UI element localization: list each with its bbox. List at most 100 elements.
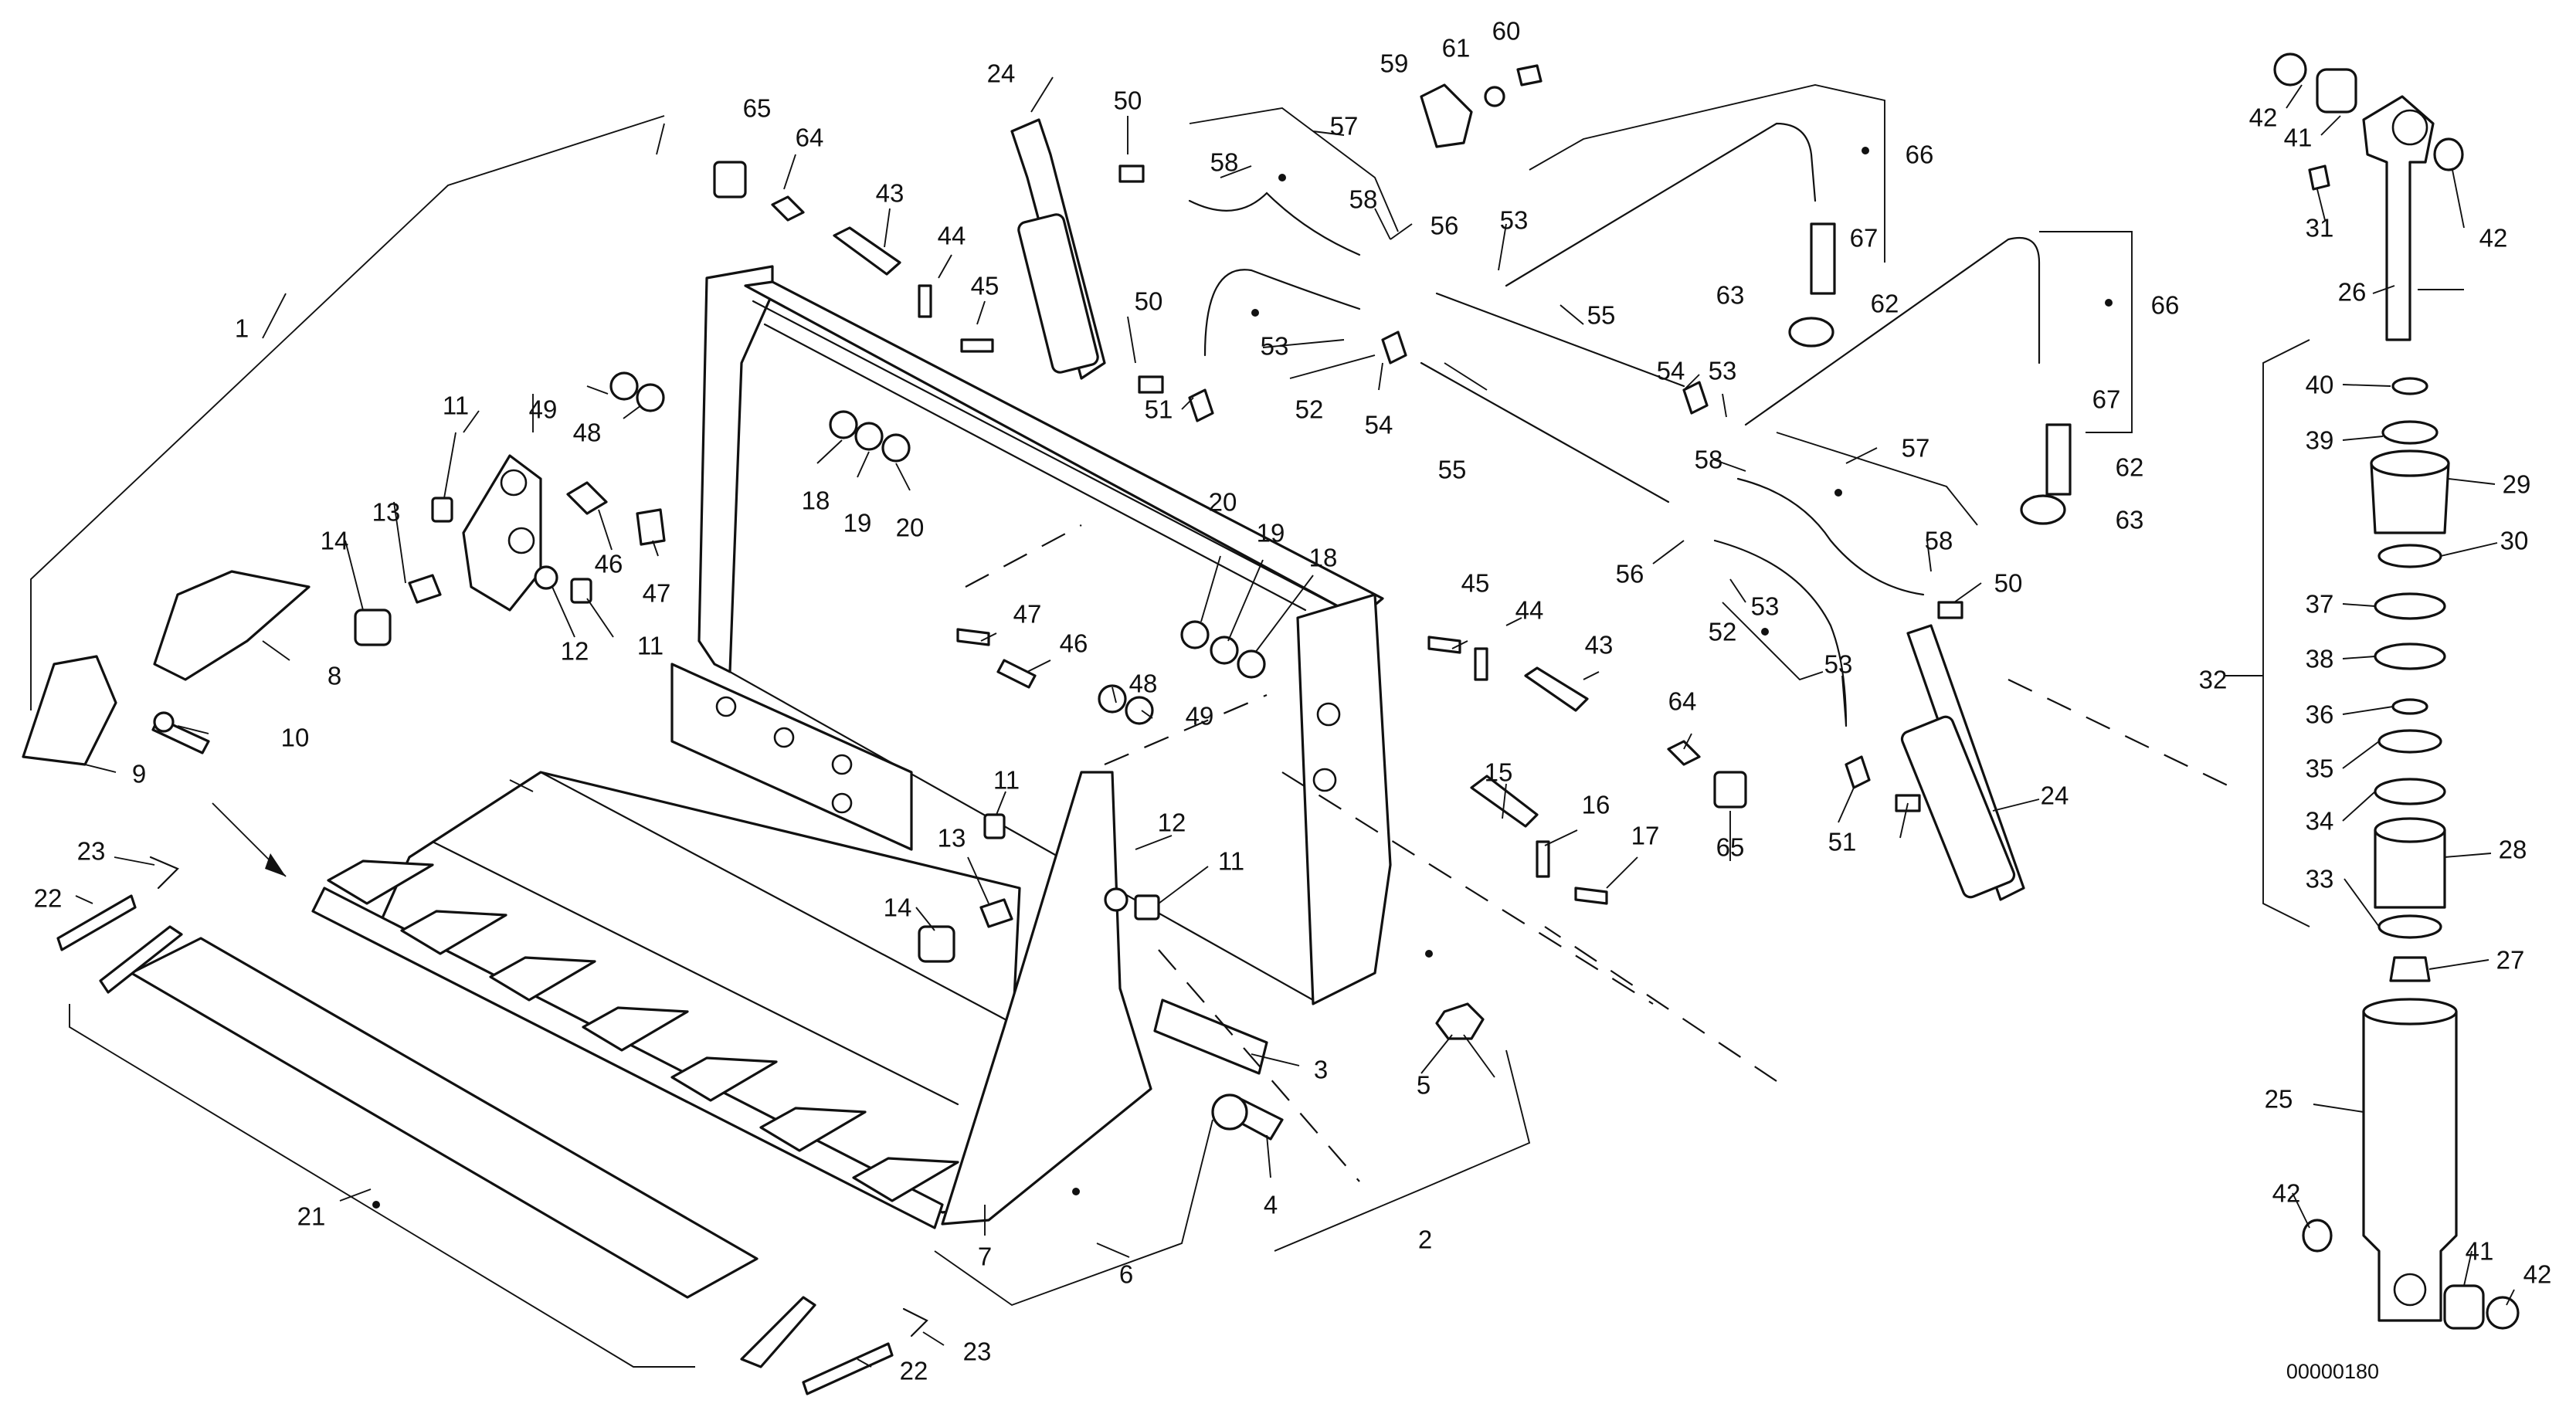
callout-63b: 63 xyxy=(2116,506,2144,534)
callout-67a: 67 xyxy=(1850,224,1879,253)
spring-22-left xyxy=(56,894,137,951)
grease-nipple-13-top xyxy=(408,574,442,604)
seal-42-top xyxy=(2273,53,2307,86)
lock-plate-44-top xyxy=(918,284,932,318)
pin-43-top xyxy=(833,226,901,276)
callout-50a: 50 xyxy=(1114,86,1142,115)
washer-20-top xyxy=(881,433,911,463)
lift-cylinders xyxy=(1010,118,2025,901)
callout-57a: 57 xyxy=(1330,112,1359,141)
tube-66-top xyxy=(1505,122,1817,287)
washer-49-mid xyxy=(1125,696,1154,725)
seal-38 xyxy=(2374,642,2446,670)
callout-46a: 46 xyxy=(595,550,623,578)
callout-30: 30 xyxy=(2500,527,2529,555)
callout-20b: 20 xyxy=(1209,488,1237,517)
ring-12-low xyxy=(1104,887,1128,912)
bushing-11-top xyxy=(431,497,453,523)
callout-17: 17 xyxy=(1631,822,1660,850)
tube-55-upper xyxy=(1435,292,1685,388)
callout-50c: 50 xyxy=(1994,569,2023,598)
tee-54-top xyxy=(1381,331,1407,364)
bushing-11-mid xyxy=(570,578,592,604)
edge-plate-21 xyxy=(130,937,759,1299)
tee-54-mid xyxy=(1682,381,1709,415)
bushing-14-top xyxy=(354,609,392,646)
callout-6: 6 xyxy=(1119,1260,1133,1289)
callout-43a: 43 xyxy=(876,179,904,208)
tooth-adapter-9 xyxy=(22,655,117,766)
callout-18a: 18 xyxy=(802,487,830,515)
callout-9: 9 xyxy=(132,760,146,788)
callout-11b: 11 xyxy=(637,632,664,660)
callout-41b: 41 xyxy=(2466,1237,2494,1266)
bucket-back-plate xyxy=(728,670,1315,1002)
callout-66a: 66 xyxy=(1906,141,1934,169)
seal-42-right xyxy=(2433,137,2464,171)
callout-10: 10 xyxy=(281,724,310,752)
callout-16: 16 xyxy=(1582,791,1610,819)
callout-41a: 41 xyxy=(2284,124,2313,152)
callout-46b: 46 xyxy=(1060,629,1088,658)
seal-42-left xyxy=(2302,1219,2333,1253)
callout-11c: 11 xyxy=(993,766,1020,795)
tooth-tip-8 xyxy=(153,570,311,681)
callout-36: 36 xyxy=(2306,700,2334,729)
callout-31: 31 xyxy=(2306,214,2334,242)
callout-50b: 50 xyxy=(1135,287,1163,316)
callout-19a: 19 xyxy=(843,509,872,537)
group-leaders xyxy=(30,84,2133,1368)
bucket-back-top-bar xyxy=(744,280,1384,619)
callout-22a: 22 xyxy=(34,884,63,913)
callout-49a: 49 xyxy=(529,395,558,424)
callout-11a: 11 xyxy=(443,392,469,420)
hose-57-mid xyxy=(1736,477,1925,596)
fitting-50-mid xyxy=(1138,375,1164,394)
callout-37: 37 xyxy=(2306,590,2334,619)
hose-57-top xyxy=(1188,192,1361,256)
bushing-65-top xyxy=(713,161,747,198)
seal-33 xyxy=(2377,914,2442,939)
bolt-47-top xyxy=(636,508,666,546)
callout-48a: 48 xyxy=(573,419,602,447)
callout-63a: 63 xyxy=(1716,281,1745,310)
callout-53c: 53 xyxy=(1709,357,1737,385)
dust-cap-63-mid xyxy=(2020,494,2066,525)
ring-36 xyxy=(2391,698,2428,715)
callout-28: 28 xyxy=(2499,836,2527,864)
callout-65a: 65 xyxy=(743,94,772,123)
bucket-left-side-plate xyxy=(697,265,774,673)
callout-53b: 53 xyxy=(1500,206,1529,235)
bucket-right-side-plate xyxy=(941,771,1152,1226)
callout-57b: 57 xyxy=(1902,434,1930,463)
loose-tooth-parts xyxy=(22,570,928,1395)
callout-58c: 58 xyxy=(1695,446,1723,474)
callout-1: 1 xyxy=(235,314,249,343)
seal-30 xyxy=(2377,544,2442,568)
callout-13b: 13 xyxy=(938,824,966,853)
callout-8: 8 xyxy=(328,662,341,690)
callout-2: 2 xyxy=(1418,1226,1432,1254)
callout-64a: 64 xyxy=(796,124,824,152)
callout-24a: 24 xyxy=(987,59,1016,88)
callout-12a: 12 xyxy=(561,637,589,666)
fitting-50-right xyxy=(1937,601,1963,619)
washer-19-top xyxy=(854,422,884,451)
callout-54b: 54 xyxy=(1657,357,1685,385)
callout-67b: 67 xyxy=(2092,385,2121,414)
washer-18-top xyxy=(829,410,858,439)
callout-25: 25 xyxy=(2265,1085,2293,1114)
callout-20a: 20 xyxy=(896,514,925,542)
lock-plate-16 xyxy=(1536,840,1550,878)
dust-cap-63-top xyxy=(1788,317,1834,348)
hex-nut-5 xyxy=(1435,1002,1485,1040)
seal-42-bottom xyxy=(2486,1296,2520,1330)
callout-55b: 55 xyxy=(1438,456,1467,484)
grease-nipple-31 xyxy=(2308,164,2330,191)
callout-26: 26 xyxy=(2338,278,2367,307)
callout-53e: 53 xyxy=(1824,650,1853,679)
callout-23b: 23 xyxy=(963,1337,992,1366)
ring-12-top xyxy=(534,565,558,590)
callout-11d: 11 xyxy=(1218,847,1244,876)
bushing-11-low2 xyxy=(1134,894,1160,920)
